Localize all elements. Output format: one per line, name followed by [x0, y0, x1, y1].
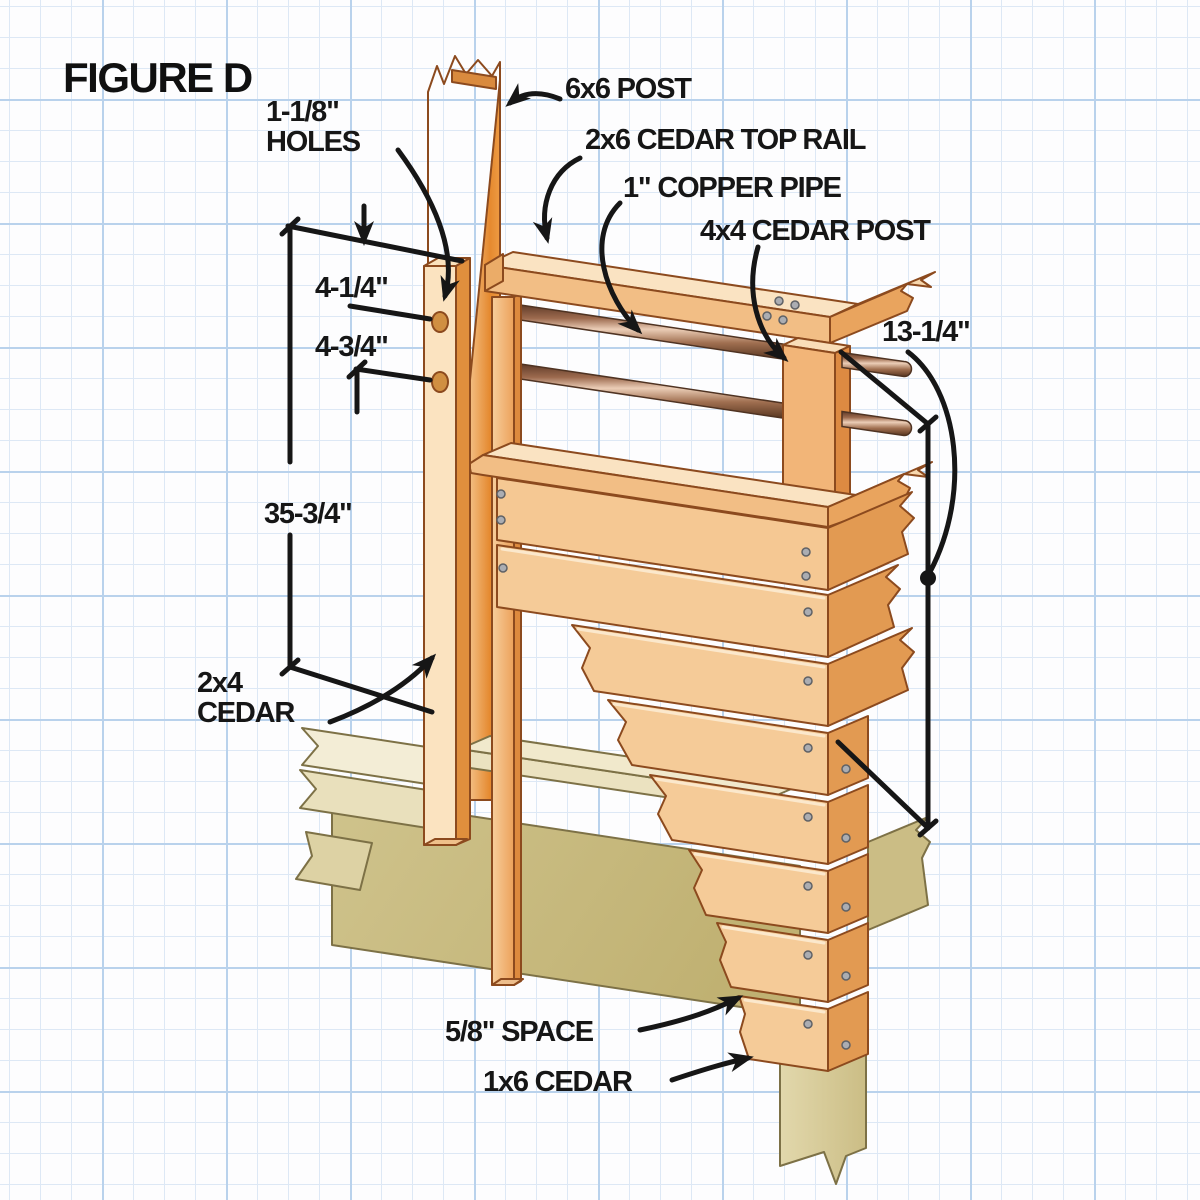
post-6x6-top-notch [451, 69, 497, 90]
arrow-6x6-post [505, 83, 563, 107]
dimension-hole-spacing: 4-3/4" [315, 331, 388, 363]
arrow-2x4-cedar [327, 653, 437, 725]
label-4x4-post: 4x4 CEDAR POST [700, 215, 931, 247]
bottom-rail-return-torn [827, 491, 915, 591]
torn-joist-end [295, 831, 373, 891]
top-rail-end-face [484, 253, 504, 292]
arrow-copper-pipe [599, 200, 643, 335]
cedar-2x4-side [455, 257, 471, 846]
pipe-hole-lower [431, 371, 449, 393]
existing-deck-structure [295, 727, 931, 1185]
dimension-anchor-dot [920, 570, 936, 586]
top-rail-2x6 [484, 251, 936, 344]
dimension-post-height: 35-3/4" [264, 498, 352, 530]
deck-post-stub [779, 1047, 867, 1185]
board-wall-1x6 [496, 544, 915, 1072]
torn-deck-board [299, 769, 441, 831]
board-return [827, 715, 869, 796]
label-1x6-cedar: 1x6 CEDAR [483, 1066, 633, 1098]
label-top-rail: 2x6 CEDAR TOP RAIL [585, 124, 866, 156]
cedar-2x4 [423, 257, 471, 846]
dimension-lines [279, 203, 958, 838]
copper-stub-upper [841, 351, 913, 378]
copper-pipe-lower [508, 362, 795, 420]
label-2x4-line2: CEDAR [197, 697, 295, 729]
label-6x6-post: 6x6 POST [565, 73, 692, 105]
arrow-top-rail [532, 155, 583, 244]
copper-pipe-stubs [841, 351, 913, 437]
post-6x6 [427, 55, 501, 801]
board-return [827, 922, 869, 1003]
board-return [827, 991, 869, 1072]
label-2x4-line1: 2x4 [197, 667, 243, 699]
dimension-hole-offset-top: 4-1/4" [315, 272, 388, 304]
label-copper-pipe: 1" COPPER PIPE [623, 172, 842, 204]
pipe-hole-upper [431, 311, 449, 333]
board-return-torn [827, 564, 901, 658]
board-return [827, 784, 869, 865]
torn-deck-board [301, 727, 441, 787]
arrow-4x4-post [750, 244, 789, 362]
copper-stub-lower [841, 410, 913, 437]
label-holes-line1: 1-1/8" [266, 96, 339, 128]
bottom-rail [468, 442, 933, 591]
label-holes-line2: HOLES [266, 126, 361, 158]
label-space: 5/8" SPACE [445, 1016, 594, 1048]
figure-title: FIGURE D [63, 54, 252, 101]
cedar-2x4-front [423, 265, 457, 846]
arrow-space [637, 995, 744, 1033]
board-return-torn [827, 627, 915, 727]
post-4x4-side [834, 345, 851, 516]
cedar-2x4-bottom [423, 838, 468, 846]
arrow-1x6-cedar [669, 1052, 754, 1083]
board-return [827, 853, 869, 934]
vertical-stile [491, 292, 524, 986]
callout-arrows [327, 83, 789, 1083]
dimension-rail-opening: 13-1/4" [882, 316, 970, 348]
arrow-holes [395, 147, 460, 302]
post-4x4 [782, 337, 851, 516]
